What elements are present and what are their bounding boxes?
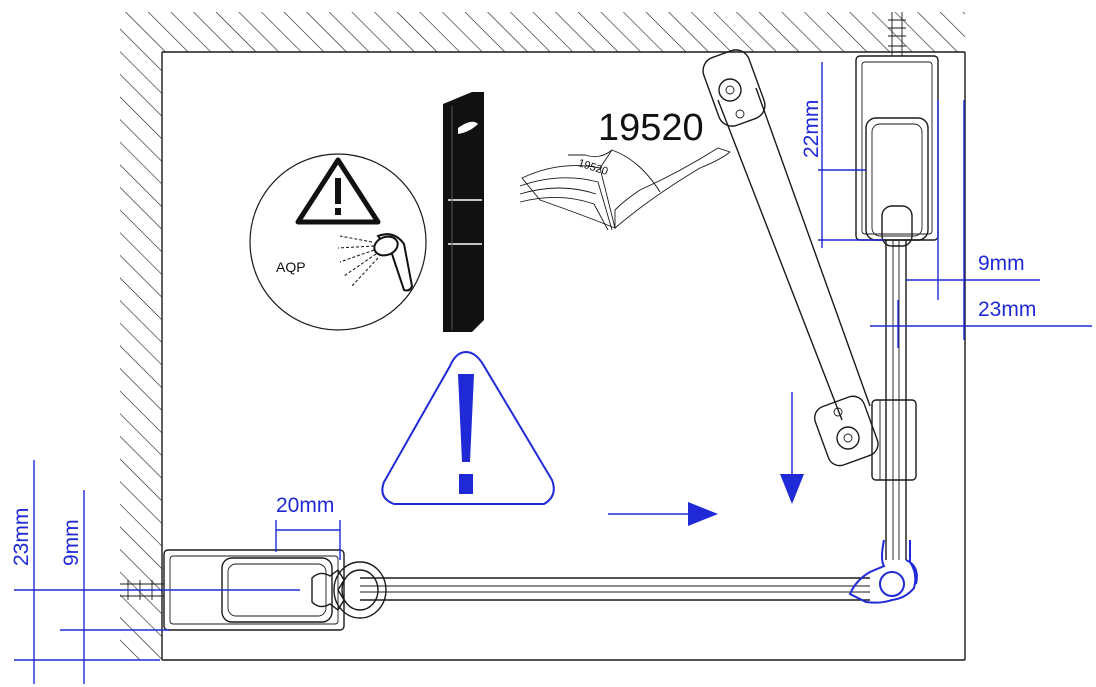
manual-ref-number: 19520 (598, 107, 704, 149)
top-wall-profile (855, 12, 939, 247)
dim-right-inner-label: 9mm (978, 252, 1025, 275)
dimension-right: 9mm 23mm (870, 100, 1092, 348)
dim-left-outer-label: 23mm (10, 508, 33, 566)
dimension-top-22mm: 22mm (800, 62, 884, 248)
dim-left-inner-label: 9mm (60, 519, 83, 566)
bottom-glass-panel (311, 561, 870, 619)
warning-triangle-icon (295, 157, 381, 225)
dimension-left: 23mm 9mm (10, 460, 300, 684)
wall-hatching (120, 12, 965, 660)
manual-book-icon: 19520 (519, 147, 731, 231)
shower-head-icon (337, 233, 414, 292)
dimension-bottom-20mm: 20mm (275, 494, 341, 560)
diagonal-arm (702, 49, 917, 481)
arrow-right-icon (608, 502, 718, 526)
dim-top-label: 22mm (800, 100, 823, 158)
dim-bottom-label: 20mm (276, 494, 334, 517)
enclosure-outline (161, 51, 966, 661)
caution-icon (381, 350, 555, 505)
aqp-label: AQP (276, 259, 306, 275)
arrow-down-icon (780, 392, 804, 504)
warning-badge: AQP (249, 153, 427, 331)
dim-right-outer-label: 23mm (978, 298, 1036, 321)
manual-ref-small: 19520 (576, 157, 609, 178)
black-panel (443, 92, 484, 332)
corner-seal (848, 539, 918, 604)
